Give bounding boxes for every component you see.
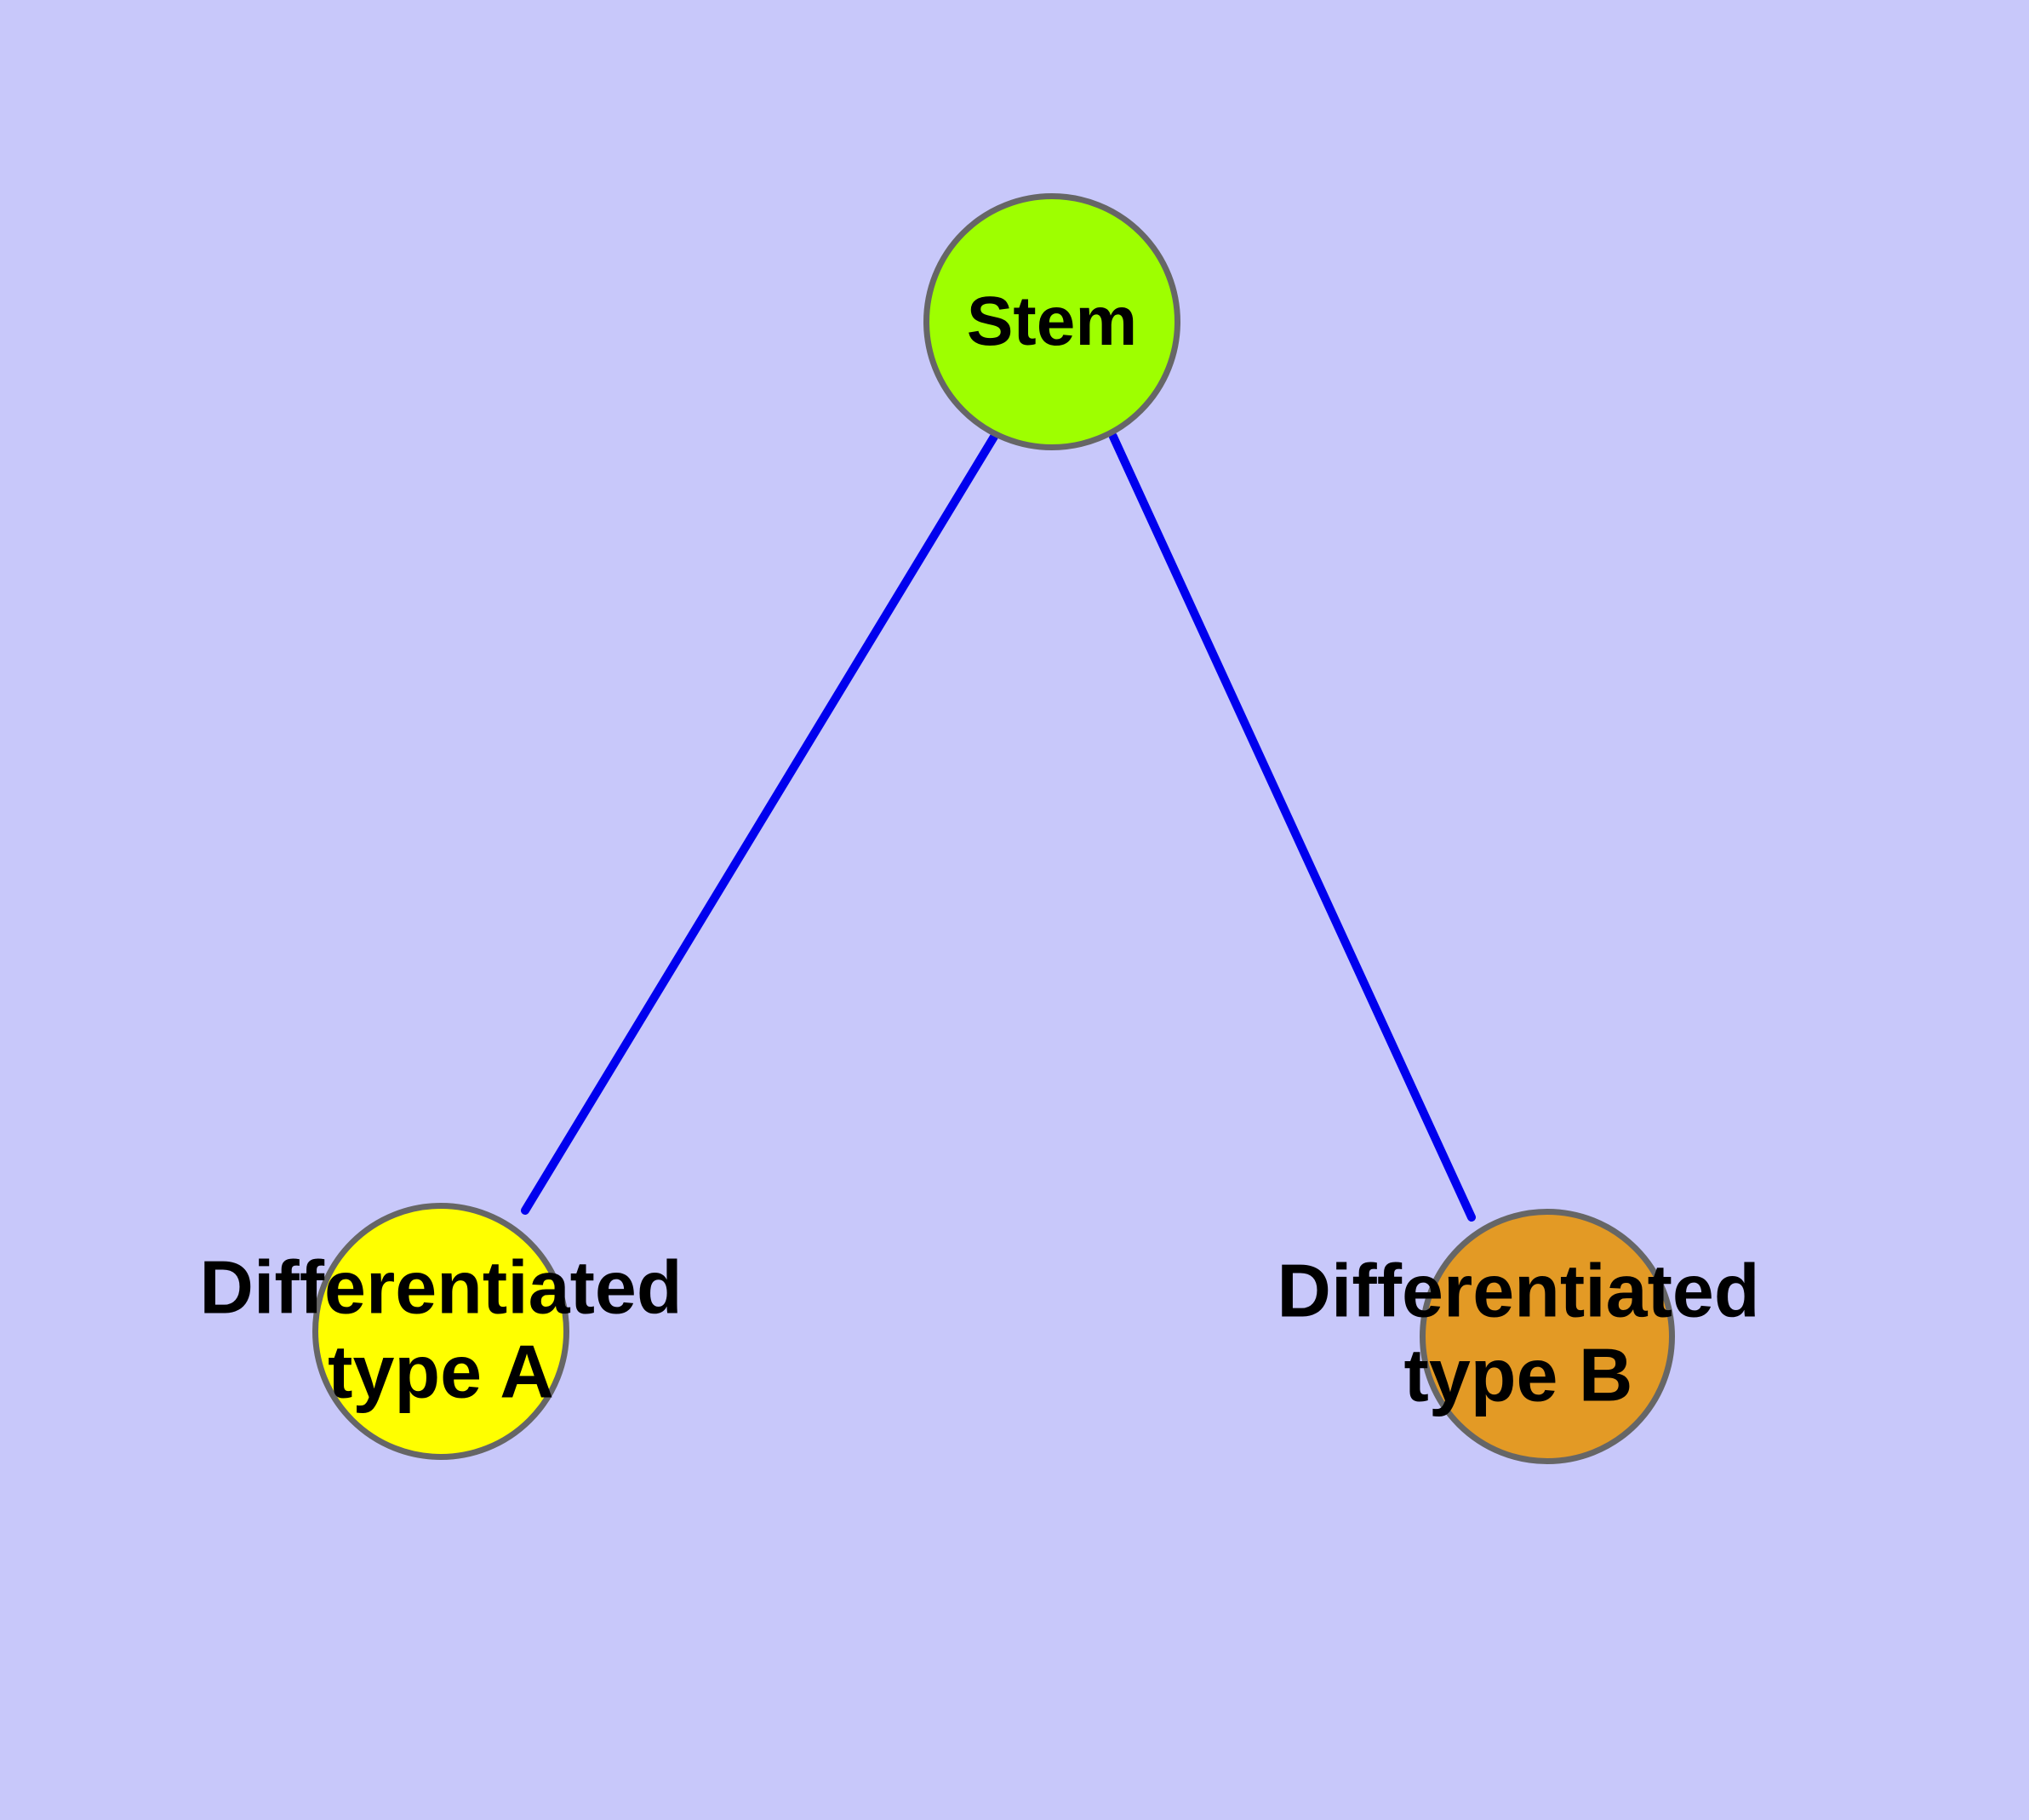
- edge-layer: [521, 432, 1476, 1222]
- node-differentiated-type-b[interactable]: [1420, 1209, 1675, 1464]
- node-differentiated-type-a[interactable]: [312, 1203, 569, 1460]
- node-layer: [312, 193, 1675, 1464]
- node-stem[interactable]: [923, 193, 1180, 450]
- edge-stem-to-differentiated-type-b[interactable]: [1109, 432, 1476, 1222]
- edge-stem-to-differentiated-type-a[interactable]: [521, 432, 998, 1215]
